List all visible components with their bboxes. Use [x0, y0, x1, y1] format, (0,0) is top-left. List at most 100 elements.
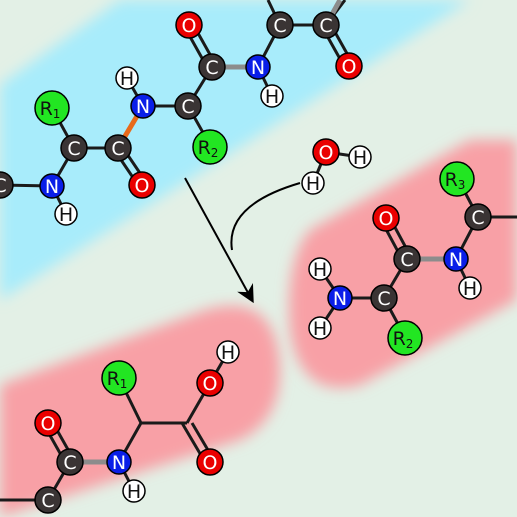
atom-c8-label: C — [471, 207, 484, 229]
atom-h10: H — [216, 340, 240, 364]
atom-c9: C — [393, 245, 421, 273]
atom-c12: C — [56, 448, 84, 476]
atom-o5-label: O — [379, 208, 394, 230]
atom-c3-label: C — [111, 138, 124, 160]
atom-c1-shape — [0, 171, 14, 199]
atom-n4-shape — [443, 246, 469, 272]
atom-h9-label: H — [127, 481, 141, 503]
r-group-r2_top-shape — [192, 129, 228, 165]
atom-c10-shape — [370, 284, 398, 312]
atom-h5-label: H — [306, 173, 320, 195]
atom-h4: H — [348, 145, 372, 169]
atom-o3-label: O — [342, 56, 357, 78]
atom-c7-shape — [312, 11, 340, 39]
atom-o6-label: O — [41, 413, 56, 435]
r-group-r2_right-label: R2 — [393, 328, 414, 351]
atom-c1-label: C — [0, 175, 7, 197]
atom-n3: N — [245, 54, 271, 80]
water-entry-arrow — [230, 182, 301, 251]
atom-o4-label: O — [319, 142, 334, 164]
r-group-subscript: 2 — [211, 146, 219, 160]
atom-c2-shape — [60, 134, 88, 162]
atom-n6-shape — [106, 449, 132, 475]
atom-c12-shape — [56, 448, 84, 476]
r-group-base: R — [198, 137, 211, 159]
r-group-r2_right-shape — [387, 320, 423, 356]
r-group-r2_top: R2 — [192, 129, 228, 165]
r-group-base: R — [445, 169, 458, 191]
atom-n6: N — [106, 449, 132, 475]
atom-n5-shape — [327, 285, 353, 311]
atom-n3-shape — [245, 54, 271, 80]
atom-n3-label: N — [251, 57, 265, 79]
atom-o2-label: O — [182, 15, 197, 37]
r-group-r1_top-shape — [34, 90, 70, 126]
atom-c7: C — [312, 11, 340, 39]
atom-c3-shape — [104, 134, 132, 162]
atom-c7-label: C — [319, 15, 332, 37]
atom-h1-label: H — [59, 204, 73, 226]
atom-o2-shape — [175, 11, 203, 39]
atom-n2-shape — [130, 93, 156, 119]
r-group-r3-shape — [439, 161, 475, 197]
atom-h9: H — [122, 479, 146, 503]
r-group-r1_bottom: R1 — [101, 360, 137, 396]
r-group-r1_bottom-shape — [101, 360, 137, 396]
atom-c1: C — [0, 171, 14, 199]
r-group-subscript: 1 — [53, 107, 61, 121]
atom-o5-shape — [372, 204, 400, 232]
r-group-base: R — [107, 368, 120, 390]
atom-c8-shape — [464, 203, 492, 231]
atom-h6: H — [458, 276, 482, 300]
r-group-base: R — [40, 98, 53, 120]
atom-h8: H — [308, 316, 332, 340]
atom-n4-label: N — [449, 249, 463, 271]
atom-c5: C — [198, 53, 226, 81]
atom-c5-shape — [198, 53, 226, 81]
atom-o2: O — [175, 11, 203, 39]
atom-c10-label: C — [377, 288, 390, 310]
atom-h3-label: H — [265, 86, 279, 108]
atom-o8: O — [196, 369, 224, 397]
atom-h7-shape — [308, 257, 332, 281]
atom-h10-shape — [216, 340, 240, 364]
atom-c10: C — [370, 284, 398, 312]
atom-o7-label: O — [203, 452, 218, 474]
atom-n2-label: N — [136, 96, 150, 118]
atom-h9-shape — [122, 479, 146, 503]
atom-c4: C — [174, 92, 202, 120]
atom-o3-shape — [335, 52, 363, 80]
atom-o1: O — [128, 171, 156, 199]
atom-h4-label: H — [353, 147, 367, 169]
r-group-r3: R3 — [439, 161, 475, 197]
atom-c4-shape — [174, 92, 202, 120]
atom-c6: C — [266, 11, 294, 39]
atom-h10-label: H — [221, 342, 235, 364]
r-group-r1_top: R1 — [34, 90, 70, 126]
atom-h5: H — [301, 171, 325, 195]
atom-h6-shape — [458, 276, 482, 300]
atom-o8-shape — [196, 369, 224, 397]
atoms: CCCCCCCCCCCCNNNNNNOOOOOOOOHHHHHHHHHHR1R2… — [0, 11, 492, 514]
atom-c11: C — [34, 486, 62, 514]
atom-h7-label: H — [313, 259, 327, 281]
r-group-subscript: 1 — [120, 377, 128, 391]
atom-h1: H — [54, 202, 78, 226]
atom-n4: N — [443, 246, 469, 272]
atom-o1-shape — [128, 171, 156, 199]
r-group-r1_top-label: R1 — [40, 98, 61, 121]
atom-c3: C — [104, 134, 132, 162]
atom-o4-shape — [312, 138, 340, 166]
r-group-r3-label: R3 — [445, 169, 466, 192]
atom-h2: H — [115, 66, 139, 90]
r-group-base: R — [393, 328, 406, 350]
atom-n5-label: N — [333, 288, 347, 310]
atom-o3: O — [335, 52, 363, 80]
atom-o7-shape — [196, 448, 224, 476]
atom-o6: O — [34, 409, 62, 437]
atom-o8-label: O — [203, 373, 218, 395]
atom-c6-shape — [266, 11, 294, 39]
r-group-subscript: 2 — [406, 337, 414, 351]
atom-n6-label: N — [112, 452, 126, 474]
